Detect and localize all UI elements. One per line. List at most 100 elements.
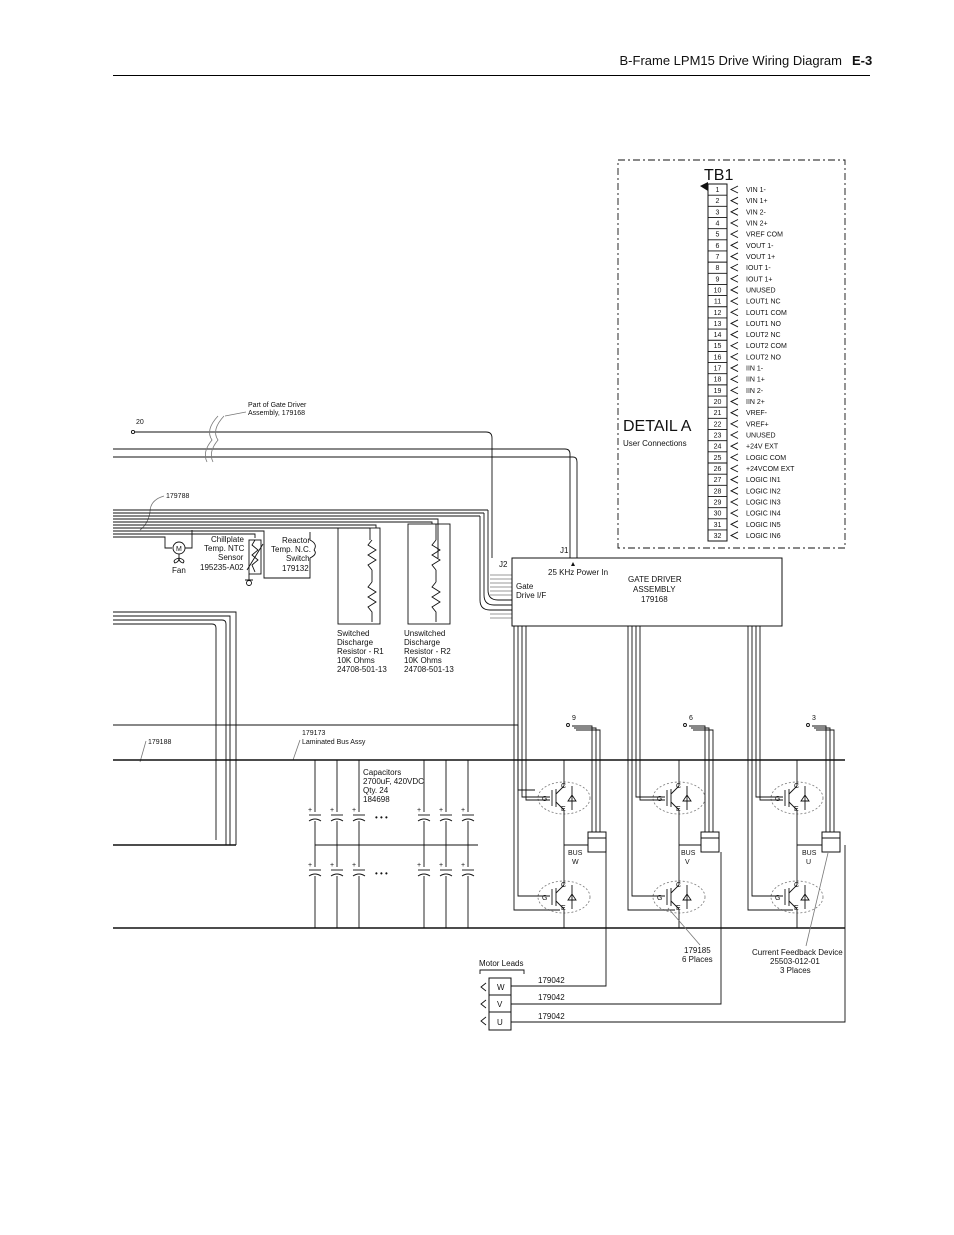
igbt-e-label: E bbox=[676, 806, 681, 813]
capacitor-plus: + bbox=[352, 862, 356, 869]
unswitched-resistor-line3: Resistor - R2 bbox=[404, 647, 451, 656]
cable-179188-label: 179188 bbox=[148, 739, 171, 746]
terminal-label: IOUT 1- bbox=[746, 265, 771, 272]
igbt-emitter bbox=[670, 801, 680, 811]
switched-resistor-line4: 10K Ohms bbox=[337, 656, 375, 665]
gate-if-line2: Drive I/F bbox=[516, 591, 546, 600]
switched-resistor-line1: Switched bbox=[337, 629, 369, 638]
motor-lead-wire-w bbox=[511, 852, 607, 987]
fan-blades bbox=[173, 554, 185, 564]
terminal-number: 30 bbox=[714, 511, 722, 518]
terminal-number: 27 bbox=[714, 477, 722, 484]
terminal-number: 9 bbox=[716, 276, 720, 283]
terminal-pin bbox=[729, 230, 739, 239]
page-title: B-Frame LPM15 Drive Wiring Diagram bbox=[619, 53, 843, 68]
terminal-pin bbox=[729, 286, 739, 294]
gate-note-line1: Part of Gate Driver bbox=[248, 402, 307, 409]
terminal-number: 21 bbox=[714, 410, 722, 417]
igbt-g-label: G bbox=[657, 796, 662, 803]
terminal-label: LOGIC IN2 bbox=[746, 488, 781, 495]
bundle-wire bbox=[113, 518, 439, 558]
terminal-number: 13 bbox=[714, 321, 722, 328]
igbt-diode bbox=[800, 786, 810, 810]
terminal-pin bbox=[729, 520, 739, 529]
feedback-wire bbox=[814, 727, 831, 832]
terminal-number: 10 bbox=[714, 287, 722, 294]
chillplate-line2: Temp. NTC bbox=[204, 544, 245, 553]
feedback-wire bbox=[812, 725, 827, 832]
page-number: E-3 bbox=[852, 53, 873, 68]
reactor-switch-symbol bbox=[309, 532, 316, 574]
reactor-line1: Reactor bbox=[282, 536, 310, 545]
igbt-e-label: E bbox=[794, 905, 799, 912]
terminal-pin bbox=[729, 509, 739, 518]
header-rule bbox=[113, 75, 870, 76]
cable-179188-leader bbox=[139, 740, 147, 763]
cable-179788: 179788 bbox=[113, 493, 512, 619]
unswitched-resistor-box bbox=[407, 523, 451, 625]
current-feedback-device bbox=[587, 831, 607, 853]
capacitor-plate-curved bbox=[439, 873, 453, 877]
igbt-leader bbox=[667, 907, 701, 946]
motor-leads: Motor Leads W V U 179042 179042 179042 bbox=[479, 845, 846, 1031]
terminal-label: +24V EXT bbox=[746, 444, 779, 451]
feedback-wire bbox=[693, 729, 714, 832]
terminal-number: 14 bbox=[714, 332, 722, 339]
gate-driver-break-2 bbox=[210, 415, 225, 463]
current-feedback-device bbox=[700, 831, 720, 853]
caps-line4: 184698 bbox=[363, 795, 390, 804]
terminal-number: 23 bbox=[714, 433, 722, 440]
terminal-pin bbox=[729, 375, 739, 384]
reactor-wire bbox=[263, 545, 311, 579]
terminal-label: IOUT 1+ bbox=[746, 276, 773, 283]
igbt-diode bbox=[567, 786, 577, 810]
motor-lead-wire-v bbox=[511, 852, 722, 1005]
terminal-pin bbox=[729, 464, 739, 473]
unswitched-resistor-line2: Discharge bbox=[404, 638, 441, 647]
terminal-label: LOUT1 NO bbox=[746, 321, 782, 328]
terminal-label: IIN 2- bbox=[746, 388, 764, 395]
capacitor-plate-curved bbox=[461, 818, 475, 822]
terminal-number: 7 bbox=[716, 254, 720, 261]
capacitor-plate-curved bbox=[439, 818, 453, 822]
terminal-number: 3 bbox=[716, 209, 720, 216]
gate-drive-wire bbox=[755, 626, 783, 798]
unswitched-resistor-line4: 10K Ohms bbox=[404, 656, 442, 665]
capacitor-plus: + bbox=[308, 862, 312, 869]
terminal-pin bbox=[729, 486, 739, 495]
capacitor-plus: + bbox=[352, 807, 356, 814]
detail-a-title: DETAIL A bbox=[623, 418, 692, 435]
chillplate-sensor: Chillplate Temp. NTC Sensor 195235-A02 bbox=[200, 535, 264, 586]
ntc-zigzag bbox=[251, 539, 259, 573]
cable-179788-leader bbox=[139, 495, 165, 531]
power-in-pair-b bbox=[113, 456, 578, 558]
igbt-g-label: G bbox=[775, 796, 780, 803]
gate-drive-wire bbox=[639, 626, 665, 801]
terminal-pin bbox=[729, 352, 739, 361]
terminal-label: VOUT 1- bbox=[746, 243, 774, 250]
terminal-label: UNUSED bbox=[746, 433, 776, 440]
detail-a-subtitle: User Connections bbox=[623, 439, 687, 448]
phase-label: W bbox=[572, 859, 579, 866]
wire-20-run bbox=[135, 431, 493, 558]
chillplate-line4: 195235-A02 bbox=[200, 563, 244, 572]
switched-resistor-line2: Discharge bbox=[337, 638, 374, 647]
igbt-e-label: E bbox=[676, 905, 681, 912]
feedback-wire bbox=[816, 729, 835, 832]
annotations: 179185 6 Places Current Feedback Device … bbox=[667, 852, 843, 975]
ntc-ground bbox=[245, 574, 253, 581]
reactor-line4: 179132 bbox=[282, 564, 309, 573]
switched-resistor-zigzag-2 bbox=[367, 581, 377, 622]
gda-line3: 179168 bbox=[641, 595, 668, 604]
capacitor-plus: + bbox=[461, 862, 465, 869]
igbt-c-label: C bbox=[676, 882, 681, 889]
bundle-wire bbox=[113, 536, 172, 549]
terminal-pin bbox=[729, 498, 739, 506]
bundle-wire bbox=[113, 521, 433, 524]
terminal-pin bbox=[729, 196, 739, 205]
igbt-collector bbox=[670, 884, 680, 894]
j1-pointer bbox=[571, 562, 575, 566]
gate-drive-wire bbox=[747, 626, 793, 911]
